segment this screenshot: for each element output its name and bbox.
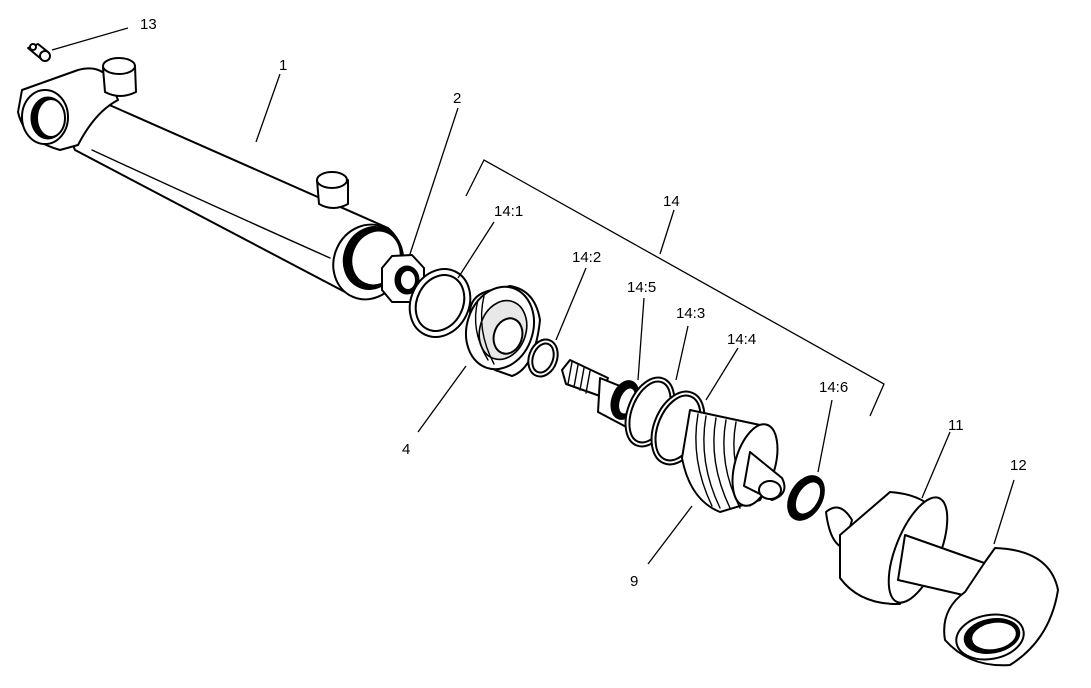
leader-14-3 — [675, 325, 689, 381]
callout-14-4: 14:4 — [727, 331, 756, 348]
leader-14-6 — [817, 399, 833, 473]
leader-9 — [647, 505, 693, 565]
leader-1 — [255, 73, 281, 143]
leader-13 — [51, 27, 129, 51]
leader-14 — [659, 209, 675, 255]
piston-rod-assembly — [561, 359, 786, 513]
leader-14-2 — [555, 267, 587, 341]
leader-14-1 — [457, 221, 495, 279]
callout-9: 9 — [630, 573, 638, 590]
piston-rod-eye — [897, 534, 1059, 667]
leader-14-4 — [705, 347, 739, 401]
seal-ring-14-2 — [527, 338, 559, 378]
leader-11 — [921, 431, 951, 499]
wiper-ring-14-6 — [787, 475, 825, 521]
callout-12: 12 — [1010, 457, 1027, 474]
callout-2: 2 — [453, 90, 461, 107]
callout-14-6: 14:6 — [819, 379, 848, 396]
callout-14-3: 14:3 — [676, 305, 705, 322]
callout-labels: 13 1 2 14 14:1 14:2 14:5 14:3 14:4 14:6 … — [140, 16, 1027, 590]
callout-13: 13 — [140, 16, 157, 33]
seal-ring-14-1 — [408, 268, 472, 338]
leader-14-5 — [637, 297, 645, 381]
cylinder-head — [465, 285, 541, 377]
callout-14-1: 14:1 — [494, 203, 523, 220]
leader-lines — [51, 27, 1015, 565]
callout-14: 14 — [663, 193, 680, 210]
leader-4 — [417, 365, 467, 433]
cylinder-barrel — [17, 57, 405, 301]
callout-1: 1 — [279, 57, 287, 74]
callout-11: 11 — [948, 417, 964, 434]
leader-2 — [409, 107, 459, 255]
leader-12 — [993, 479, 1015, 545]
callout-4: 4 — [402, 441, 410, 458]
group-14-bracket — [465, 159, 885, 417]
callout-14-2: 14:2 — [572, 249, 601, 266]
callout-14-5: 14:5 — [627, 279, 656, 296]
grease-nipple — [27, 43, 51, 62]
